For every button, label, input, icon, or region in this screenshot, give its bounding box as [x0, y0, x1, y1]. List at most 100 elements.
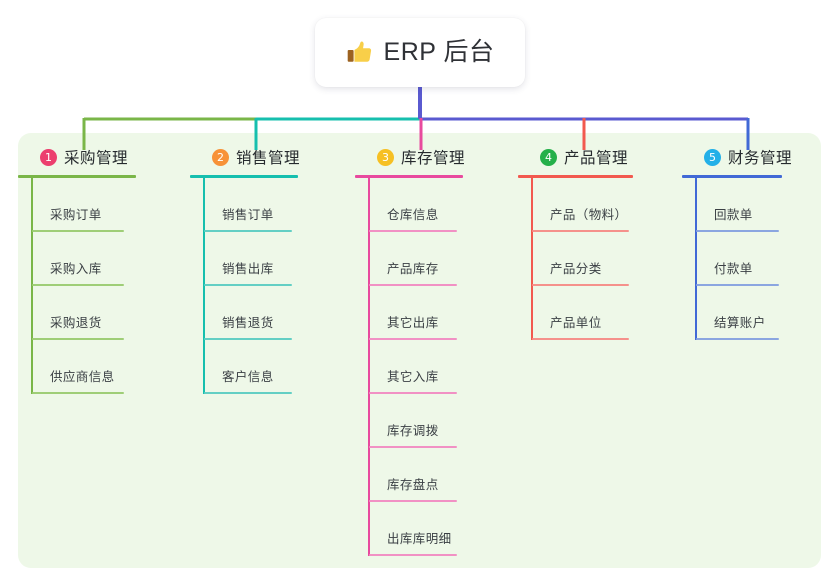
branch-header-2[interactable]: 2 销售管理	[190, 143, 325, 171]
branch-column-5: 5 财务管理回款单付款单结算账户	[682, 143, 812, 340]
branch-item[interactable]: 出库库明细	[355, 502, 490, 556]
branch-spine	[31, 178, 33, 394]
branch-item[interactable]: 产品单位	[518, 286, 658, 340]
branches-panel	[18, 133, 821, 568]
branch-item[interactable]: 仓库信息	[355, 178, 490, 232]
branch-item-underline	[369, 230, 457, 232]
branch-title: 采购管理	[64, 150, 129, 167]
branch-underline	[682, 175, 782, 178]
branch-header-1[interactable]: 1 采购管理	[18, 143, 168, 171]
branch-item-label: 其它入库	[387, 370, 439, 384]
branch-title: 产品管理	[564, 150, 629, 167]
branch-badge-5: 5	[704, 148, 721, 166]
branch-badge-4: 4	[540, 148, 557, 166]
branch-title: 销售管理	[236, 150, 301, 167]
branch-spine	[368, 178, 370, 556]
branch-header-4[interactable]: 4 产品管理	[518, 143, 658, 171]
branch-item[interactable]: 付款单	[682, 232, 812, 286]
branch-item[interactable]: 销售退货	[190, 286, 325, 340]
branch-item[interactable]: 客户信息	[190, 340, 325, 394]
branch-item-label: 结算账户	[714, 316, 766, 330]
branch-item-label: 出库库明细	[387, 532, 452, 546]
branch-column-1: 1 采购管理采购订单采购入库采购退货供应商信息	[18, 143, 168, 394]
thumbs-up-icon	[347, 41, 371, 62]
branch-item-list: 产品（物料） 产品分类产品单位	[518, 178, 658, 340]
branch-item-label: 产品（物料）	[550, 208, 628, 222]
branch-item-underline	[204, 230, 292, 232]
branch-item-underline	[696, 338, 779, 340]
branch-item[interactable]: 回款单	[682, 178, 812, 232]
branch-item-label: 付款单	[714, 262, 753, 276]
branch-spine	[695, 178, 697, 340]
branch-underline	[355, 175, 463, 178]
branch-item-label: 销售出库	[222, 262, 274, 276]
branch-underline	[518, 175, 633, 178]
branch-column-2: 2 销售管理销售订单销售出库销售退货客户信息	[190, 143, 325, 394]
branch-badge-2: 2	[212, 148, 229, 166]
branch-item-label: 产品库存	[387, 262, 439, 276]
branch-item[interactable]: 采购订单	[18, 178, 168, 232]
branch-item-label: 采购退货	[50, 316, 102, 330]
branch-item-underline	[204, 338, 292, 340]
branch-item-label: 其它出库	[387, 316, 439, 330]
branch-item-label: 采购入库	[50, 262, 102, 276]
branch-header-5[interactable]: 5 财务管理	[682, 143, 812, 171]
branch-item-list: 仓库信息产品库存其它出库其它入库库存调拨库存盘点出库库明细	[355, 178, 490, 556]
branch-item-underline	[696, 284, 779, 286]
branch-item-underline	[32, 338, 124, 340]
branch-item[interactable]: 供应商信息	[18, 340, 168, 394]
branch-item-underline	[369, 392, 457, 394]
branch-item[interactable]: 库存调拨	[355, 394, 490, 448]
branch-item-underline	[204, 392, 292, 394]
root-node[interactable]: ERP 后台	[315, 18, 525, 87]
branch-item-list: 回款单付款单结算账户	[682, 178, 812, 340]
branch-title: 财务管理	[728, 150, 793, 167]
root-title: ERP 后台	[383, 38, 495, 66]
branch-item[interactable]: 结算账户	[682, 286, 812, 340]
branch-badge-3: 3	[377, 148, 394, 166]
branch-item-label: 库存调拨	[387, 424, 439, 438]
branch-item[interactable]: 产品（物料）	[518, 178, 658, 232]
branch-underline	[190, 175, 298, 178]
branch-item-label: 库存盘点	[387, 478, 439, 492]
branch-item-underline	[369, 446, 457, 448]
branch-badge-1: 1	[40, 148, 57, 166]
branch-item-underline	[369, 284, 457, 286]
branch-item-list: 销售订单销售出库销售退货客户信息	[190, 178, 325, 394]
branch-item-underline	[369, 500, 457, 502]
branch-item-underline	[204, 284, 292, 286]
branch-item-underline	[532, 338, 629, 340]
branch-item[interactable]: 销售订单	[190, 178, 325, 232]
branch-item-underline	[369, 338, 457, 340]
branch-item[interactable]: 产品分类	[518, 232, 658, 286]
branch-underline	[18, 175, 136, 178]
branch-item-label: 销售订单	[222, 208, 274, 222]
branch-item-underline	[32, 284, 124, 286]
branch-item[interactable]: 其它出库	[355, 286, 490, 340]
branch-item[interactable]: 采购入库	[18, 232, 168, 286]
branch-header-3[interactable]: 3 库存管理	[355, 143, 490, 171]
branch-column-3: 3 库存管理仓库信息产品库存其它出库其它入库库存调拨库存盘点出库库明细	[355, 143, 490, 556]
branch-item-label: 客户信息	[222, 370, 274, 384]
branch-item-underline	[369, 554, 457, 556]
branch-item-label: 采购订单	[50, 208, 102, 222]
branch-item[interactable]: 产品库存	[355, 232, 490, 286]
branch-item[interactable]: 其它入库	[355, 340, 490, 394]
branch-item-underline	[32, 230, 124, 232]
branch-spine	[203, 178, 205, 394]
branch-item-label: 供应商信息	[50, 370, 115, 384]
branch-item-label: 产品分类	[550, 262, 602, 276]
branch-item[interactable]: 采购退货	[18, 286, 168, 340]
branch-item[interactable]: 销售出库	[190, 232, 325, 286]
branch-item-list: 采购订单采购入库采购退货供应商信息	[18, 178, 168, 394]
branch-title: 库存管理	[401, 150, 466, 167]
branch-item-label: 仓库信息	[387, 208, 439, 222]
branch-item-underline	[532, 230, 629, 232]
branch-item[interactable]: 库存盘点	[355, 448, 490, 502]
branch-item-label: 回款单	[714, 208, 753, 222]
branch-item-label: 产品单位	[550, 316, 602, 330]
branch-item-underline	[532, 284, 629, 286]
branch-column-4: 4 产品管理产品（物料） 产品分类产品单位	[518, 143, 658, 340]
branch-item-underline	[696, 230, 779, 232]
